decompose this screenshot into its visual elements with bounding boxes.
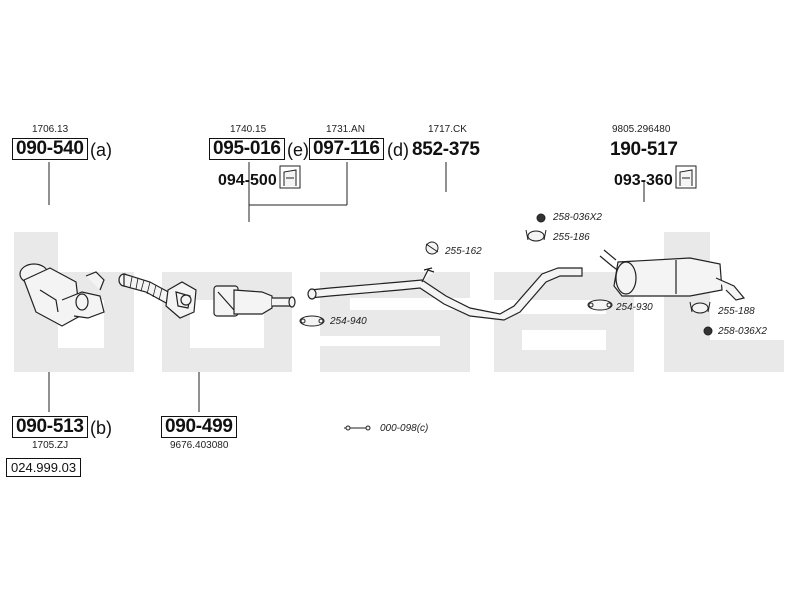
- part-suffix-a: (a): [90, 140, 112, 160]
- oem-ref-4: 1717.CK: [428, 124, 467, 135]
- hardware-icons: [279, 165, 713, 431]
- hardware-label-258-036x2-bottom[interactable]: 258-036X2: [718, 326, 767, 337]
- hardware-label-258-036x2-top[interactable]: 258-036X2: [553, 212, 602, 223]
- gasket-icon: [587, 299, 613, 311]
- part-suffix-d: (d): [387, 140, 409, 160]
- particulate-filter: [213, 285, 296, 317]
- part-number-095-016[interactable]: 095-016: [209, 138, 285, 160]
- oem-ref-7: 9676.403080: [170, 440, 229, 451]
- part-number-852-375[interactable]: 852-375: [412, 139, 480, 160]
- hardware-label-255-188[interactable]: 255-188: [718, 306, 755, 317]
- leader-lines: [48, 162, 645, 412]
- bracket-icon: [675, 165, 697, 189]
- part-number-097-116[interactable]: 097-116: [309, 138, 384, 160]
- clamp-icon: [689, 301, 711, 314]
- hardware-label-000-098c[interactable]: 000-098(c): [380, 423, 429, 434]
- part-number-094-500[interactable]: 094-500: [218, 172, 277, 189]
- rear-silencer: [599, 249, 746, 301]
- fitting-kit-icon: [344, 425, 371, 431]
- part-number-190-517[interactable]: 190-517: [610, 139, 678, 160]
- hanger-icon: [425, 241, 439, 255]
- oem-ref-1: 1706.13: [32, 124, 69, 135]
- clamp-icon: [525, 229, 547, 242]
- bosal-watermark: [14, 232, 784, 372]
- nut-icon: [703, 326, 713, 336]
- hardware-label-255-162[interactable]: 255-162: [445, 246, 482, 257]
- part-number-090-513[interactable]: 090-513: [12, 416, 88, 438]
- nut-icon: [536, 213, 546, 223]
- oem-ref-3: 1731.AN: [326, 124, 365, 135]
- part-suffix-e: (e): [287, 140, 309, 160]
- gasket-icon: [299, 315, 325, 327]
- bracket-icon: [279, 165, 301, 189]
- catalyst-090-499: [165, 281, 197, 319]
- part-number-090-499[interactable]: 090-499: [161, 416, 237, 438]
- hardware-label-254-940[interactable]: 254-940: [330, 316, 367, 327]
- oem-ref-5: 9805.296480: [612, 124, 671, 135]
- part-suffix-b: (b): [90, 418, 112, 438]
- hardware-label-254-930[interactable]: 254-930: [616, 302, 653, 313]
- assembly-number: 024.999.03: [6, 458, 82, 477]
- part-number-093-360[interactable]: 093-360: [614, 172, 673, 189]
- part-number-090-540[interactable]: 090-540: [12, 138, 88, 160]
- hardware-label-255-186[interactable]: 255-186: [553, 232, 590, 243]
- catalyst-090-540: [19, 263, 105, 327]
- intermediate-pipe: [307, 267, 583, 321]
- oem-ref-6: 1705.ZJ: [32, 440, 69, 451]
- oem-ref-2: 1740.15: [230, 124, 267, 135]
